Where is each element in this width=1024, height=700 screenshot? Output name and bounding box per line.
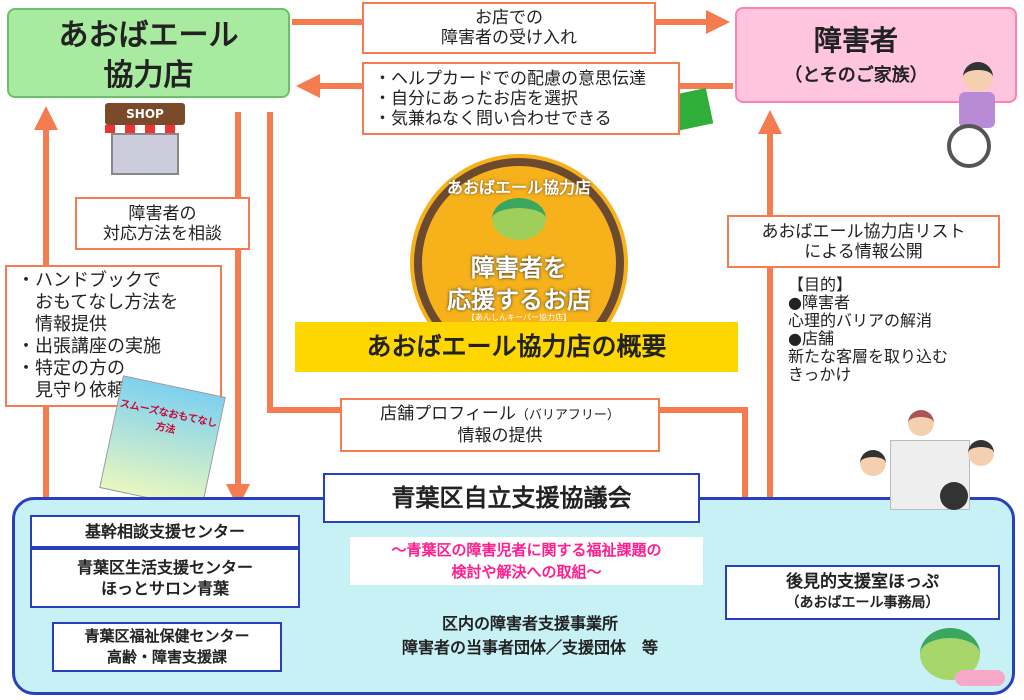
purpose-line: ●障害者 — [788, 293, 850, 312]
shop-sign: SHOP — [105, 103, 185, 125]
support-item: 情報提供 — [17, 314, 107, 335]
mascot-lying-icon — [915, 618, 1005, 690]
profile-line2: 情報の提供 — [457, 426, 543, 446]
purpose-line: ●店舗 — [788, 329, 834, 348]
support-item: ・特定の方の — [17, 358, 125, 379]
support-item: ・ハンドブックで — [17, 270, 161, 291]
mission-line: 検討や解決への取組～ — [451, 563, 602, 581]
profile-box: 店舗プロフィール（バリアフリー） 情報の提供 — [340, 398, 660, 452]
list-box: あおばエール協力店リスト による情報公開 — [727, 215, 1000, 268]
badge-logo: あおばエール協力店 障害者を 応援するお店 【あんしんキーパー協力店】 — [414, 158, 624, 368]
members-line: 区内の障害者支援事業所 — [441, 614, 618, 633]
purpose-line: 【目的】 — [788, 275, 853, 294]
badge-arc-text: あおばエール協力店 — [446, 178, 591, 197]
support-item: ・出張講座の実施 — [17, 336, 161, 357]
badge-small: 【あんしんキーパー協力店】 — [467, 313, 571, 322]
support-item: 見守り依頼 — [17, 380, 125, 401]
list-line: による情報公開 — [804, 241, 923, 262]
council-box-kikan: 基幹相談支援センター — [30, 515, 300, 548]
council-title: 青葉区自立支援協議会 — [323, 473, 700, 523]
office-box: 後見的支援室ほっぷ （あおばエール事務局） — [725, 565, 1000, 620]
purpose-line: 心理的バリアの解消 — [788, 311, 933, 330]
store-title-2: 協力店 — [103, 58, 194, 93]
list-line: あおばエール協力店リスト — [761, 221, 966, 242]
box-line: ほっとサロン青葉 — [100, 579, 229, 598]
badge-line2: 応援するお店 — [447, 286, 591, 314]
shop-icon: SHOP — [105, 103, 185, 175]
store-title-1: あおばエール — [58, 18, 239, 53]
box-line: 高齢・障害支援課 — [106, 648, 227, 666]
benefit-item: ・気兼ねなく問い合わせできる — [374, 108, 612, 129]
council-box-fukushi: 青葉区福祉保健センター 高齢・障害支援課 — [52, 622, 282, 672]
consult-box: 障害者の 対応方法を相談 — [75, 197, 250, 250]
mascot-icon — [492, 198, 546, 240]
profile-small: （バリアフリー） — [515, 408, 620, 423]
accept-line: お店での — [475, 8, 543, 28]
purpose-line: きっかけ — [788, 365, 852, 384]
person-title: 障害者 — [813, 24, 898, 57]
support-box: ・ハンドブックで おもてなし方法を 情報提供 ・出張講座の実施 ・特定の方の 見… — [5, 265, 222, 407]
benefits-box: ・ヘルプカードでの配慮の意思伝達 ・自分にあったお店を選択 ・気兼ねなく問い合わ… — [362, 62, 680, 135]
accept-line: 障害者の受け入れ — [441, 28, 577, 48]
consult-line: 障害者の — [128, 203, 197, 224]
box-line: 青葉区生活支援センター — [76, 558, 253, 577]
support-item: おもてなし方法を — [17, 292, 179, 313]
purpose-line: 新たな客層を取り込む — [788, 347, 949, 366]
members-line: 障害者の当事者団体／支援団体 等 — [401, 638, 658, 657]
store-box: あおばエール 協力店 — [7, 8, 290, 98]
purpose-text: 【目的】 ●障害者 心理的バリアの解消 ●店舗 新たな客層を取り込む きっかけ — [788, 276, 948, 384]
benefit-item: ・ヘルプカードでの配慮の意思伝達 — [374, 68, 646, 89]
office-line: （あおばエール事務局） — [785, 594, 940, 611]
box-line: 基幹相談支援センター — [84, 522, 245, 541]
meeting-icon — [860, 410, 1000, 530]
mission-box: ～青葉区の障害児者に関する福祉課題の 検討や解決への取組～ — [350, 537, 703, 585]
handbook-title: スムーズなおもてなし方法 — [118, 398, 219, 437]
person-subtitle: （とそのご家族） — [784, 65, 928, 86]
benefit-item: ・自分にあったお店を選択 — [374, 88, 578, 109]
consult-line: 対応方法を相談 — [103, 223, 222, 244]
accept-box: お店での 障害者の受け入れ — [362, 2, 656, 54]
profile-main: 店舗プロフィール — [380, 404, 516, 424]
council-box-seikatsu: 青葉区生活支援センター ほっとサロン青葉 — [30, 548, 300, 608]
members-text: 区内の障害者支援事業所 障害者の当事者団体／支援団体 等 — [340, 612, 720, 660]
badge-line1: 障害者を — [471, 254, 567, 282]
wheelchair-person-icon — [945, 62, 1010, 172]
office-line: 後見的支援室ほっぷ — [786, 571, 939, 592]
box-line: 青葉区福祉保健センター — [84, 627, 250, 645]
overview-banner: あおばエール協力店の概要 — [295, 322, 738, 372]
mission-line: ～青葉区の障害児者に関する福祉課題の — [391, 541, 662, 559]
